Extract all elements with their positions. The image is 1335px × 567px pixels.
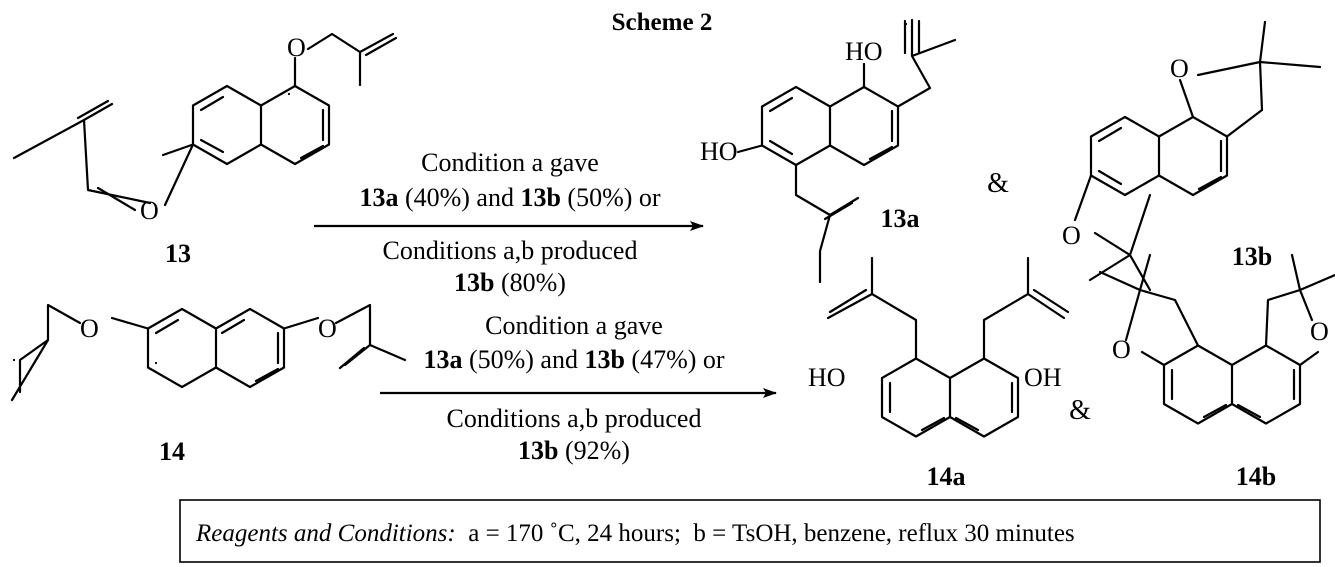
structure-14: O O [10,303,407,402]
compound-label-13: 13 [165,239,191,268]
reaction-2-below-1: Conditions a,b produced [447,404,702,433]
atom-o-14-right: O [318,314,337,343]
atom-o-13b-bottom: O [1062,221,1081,250]
atom-o-14b-right: O [1310,317,1329,346]
structure-13: O O [12,32,398,225]
reaction-2-below-2: 13b (92%) [518,436,630,465]
structure-13a: HO HO [700,18,957,284]
reaction-1-conditions: Condition a gave 13a (40%) and 13b (50%)… [314,148,704,297]
compound-label-14b: 14b [1236,462,1276,491]
atom-o-13b: O [140,196,159,225]
ampersand-2: & [1069,395,1091,426]
compound-label-13a: 13a [881,204,920,233]
reaction-2-above-2: 13a (50%) and 13b (47%) or [423,345,724,374]
conditions-box [179,499,1321,563]
atom-ho-14a: HO [808,363,846,392]
atom-ho-13a-top: HO [845,37,883,66]
atom-o-14b-left: O [1112,335,1131,364]
reaction-1-below-1: Conditions a,b produced [383,236,638,265]
atom-o-13a: O [287,33,306,62]
structure-13b: O O [1062,20,1322,292]
conditions-text: Reagents and Conditions: a = 170 ˚C, 24 … [195,520,1075,547]
reaction-1-below-2: 13b (80%) [454,268,566,297]
structure-14a: HO OH [808,256,1070,438]
reaction-1-above-1: Condition a gave [421,148,599,177]
reaction-2-above-1: Condition a gave [485,311,663,340]
compound-label-14a: 14a [927,462,966,491]
ampersand-1: & [987,168,1009,199]
reaction-1-above-2: 13a (40%) and 13b (50%) or [359,183,660,212]
structure-14b: O O [1098,253,1335,425]
compound-label-14: 14 [159,437,185,466]
atom-oh-14a: OH [1024,363,1062,392]
compound-label-13b: 13b [1232,242,1272,271]
reaction-2-conditions: Condition a gave 13a (50%) and 13b (47%)… [380,311,777,465]
scheme-title: Scheme 2 [612,9,713,36]
atom-o-14-left: O [80,314,99,343]
atom-ho-13a-left: HO [700,137,738,166]
atom-o-13b-top: O [1170,54,1189,83]
